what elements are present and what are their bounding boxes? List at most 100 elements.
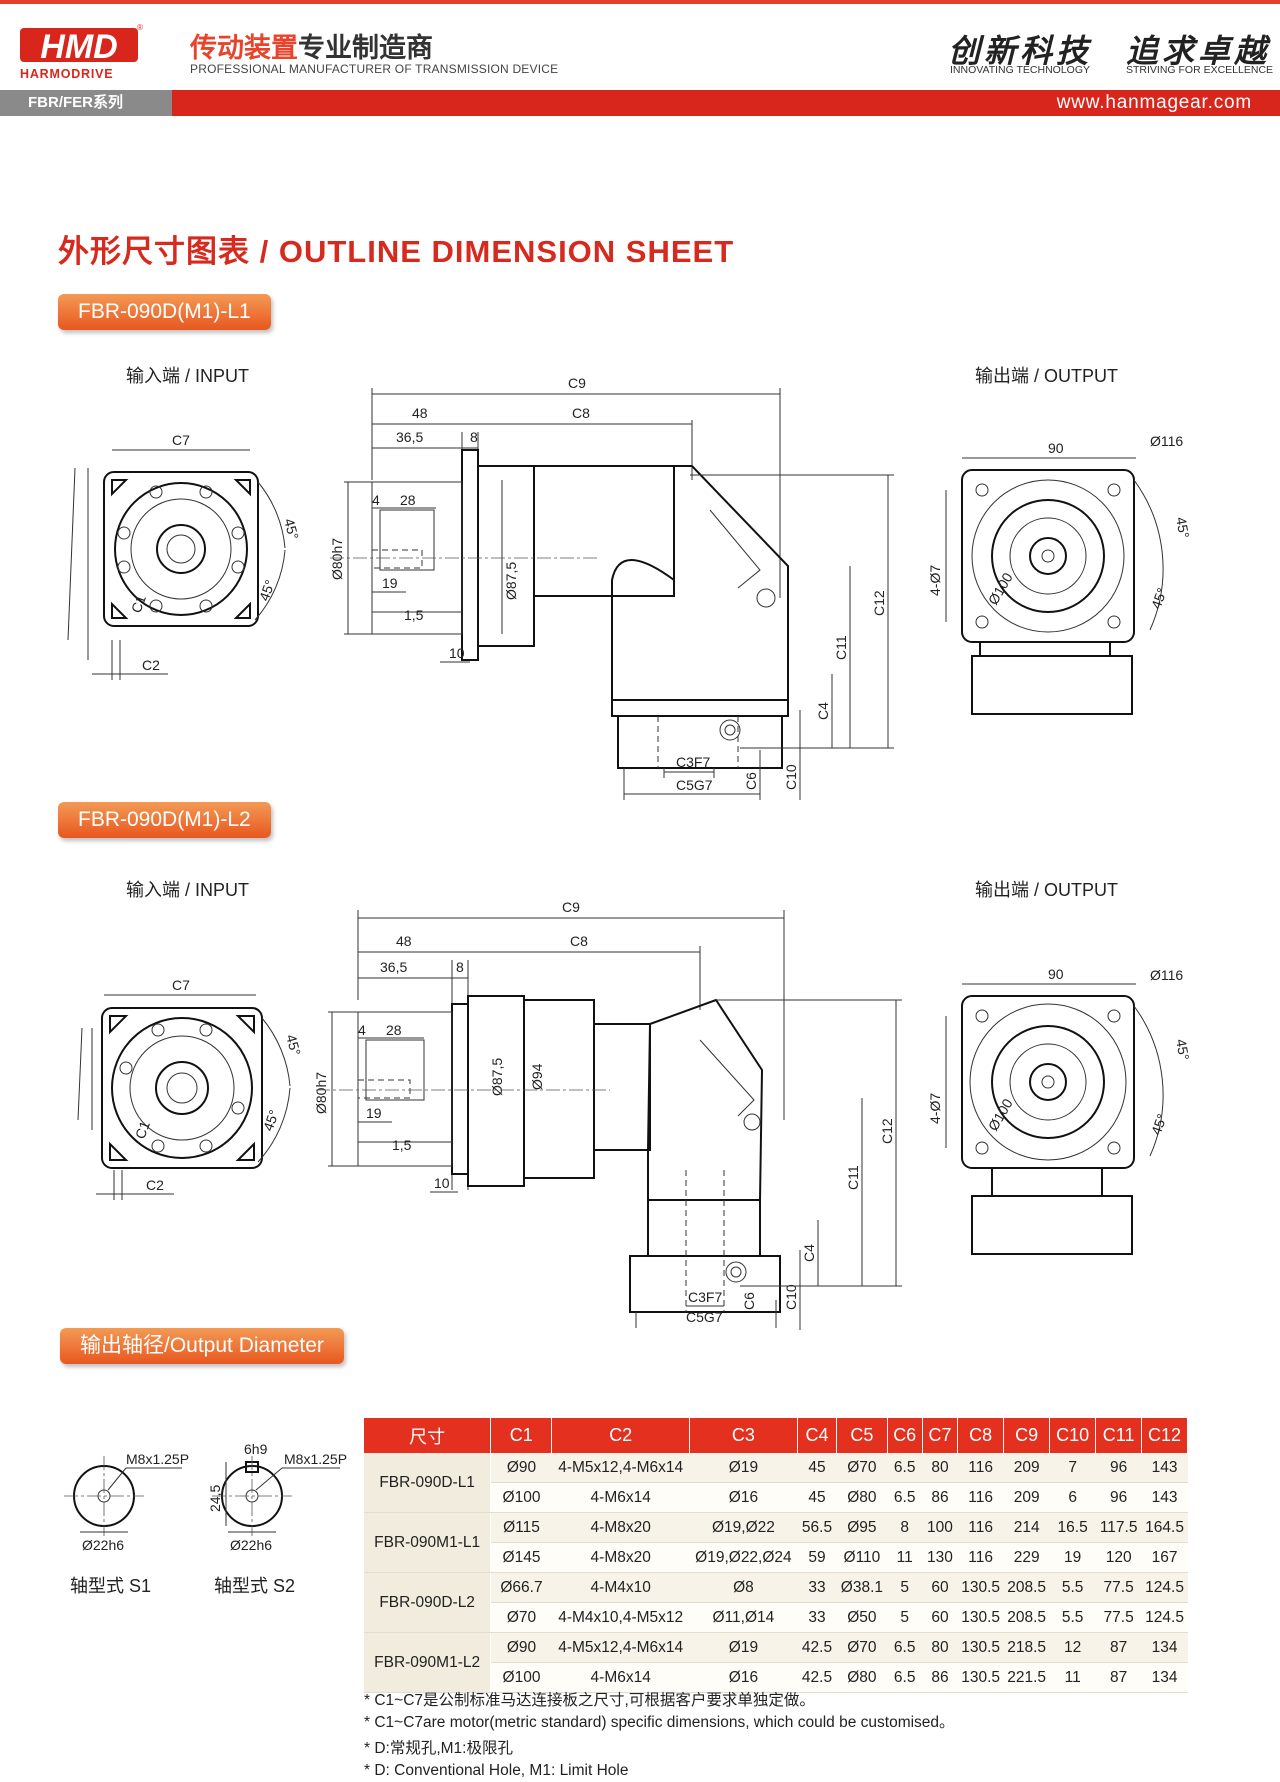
table-cell: 130.5 xyxy=(957,1662,1004,1693)
svg-text:M8x1.25P: M8x1.25P xyxy=(284,1451,347,1467)
model-badge-l2: FBR-090D(M1)-L2 xyxy=(58,802,271,838)
table-cell: 87 xyxy=(1095,1662,1142,1693)
table-header-cell: 尺寸 xyxy=(364,1418,492,1453)
svg-text:36,5: 36,5 xyxy=(380,959,407,975)
shaft-s1-label: 轴型式 S1 xyxy=(70,1576,152,1596)
table-cell: 4-M6x14 xyxy=(551,1662,690,1693)
svg-text:Ø22h6: Ø22h6 xyxy=(82,1537,124,1553)
hmd-logo: HMD HARMODRIVE ® xyxy=(20,22,145,81)
svg-text:45°: 45° xyxy=(1173,1038,1192,1062)
table-cell: 116 xyxy=(957,1482,1004,1513)
table-header-cell: C3 xyxy=(689,1418,798,1453)
table-cell: 5.5 xyxy=(1049,1602,1096,1633)
table-cell: 4-M4x10 xyxy=(551,1572,690,1603)
table-cell: 116 xyxy=(957,1542,1004,1573)
svg-text:1,5: 1,5 xyxy=(404,607,424,623)
table-cell: Ø110 xyxy=(836,1542,888,1573)
table-cell: 116 xyxy=(957,1453,1004,1483)
table-cell: Ø80 xyxy=(836,1662,888,1693)
svg-text:4-Ø7: 4-Ø7 xyxy=(927,565,943,596)
table-cell: Ø95 xyxy=(836,1512,888,1543)
table-cell: 143 xyxy=(1141,1482,1188,1513)
table-cell: 4-M8x20 xyxy=(551,1542,690,1573)
top-rule xyxy=(0,0,1280,4)
svg-text:Ø87,5: Ø87,5 xyxy=(503,562,519,600)
table-cell: 96 xyxy=(1095,1482,1142,1513)
table-cell: 143 xyxy=(1141,1453,1188,1483)
shaft-s2: 6h9 24,5 M8x1.25P Ø22h6 xyxy=(207,1441,347,1553)
svg-text:Ø100: Ø100 xyxy=(985,1096,1016,1134)
svg-text:Ø80h7: Ø80h7 xyxy=(313,1072,329,1114)
table-cell: 117.5 xyxy=(1095,1512,1142,1543)
table-cell: 5 xyxy=(887,1602,923,1633)
svg-text:45°: 45° xyxy=(1148,586,1170,611)
table-cell: 42.5 xyxy=(797,1662,837,1693)
svg-text:C3F7: C3F7 xyxy=(688,1289,722,1305)
table-cell: 6.5 xyxy=(887,1632,923,1663)
website-link[interactable]: www.hanmagear.com xyxy=(1056,92,1252,113)
svg-text:90: 90 xyxy=(1048,440,1064,456)
table-cell: 6.5 xyxy=(887,1662,923,1693)
input-view-l2: C7 45° 45° C2 C1 xyxy=(77,977,304,1200)
table-header-cell: C9 xyxy=(1003,1418,1051,1453)
table-cell: 164.5 xyxy=(1141,1512,1188,1543)
table-cell: 124.5 xyxy=(1141,1602,1188,1633)
table-cell: 209 xyxy=(1003,1453,1050,1483)
table-cell: Ø50 xyxy=(836,1602,888,1633)
table-cell: 96 xyxy=(1095,1453,1142,1483)
table-model-cell: FBR-090D-L1 xyxy=(364,1453,492,1513)
table-cell: Ø70 xyxy=(836,1453,888,1483)
table-cell: 7 xyxy=(1049,1453,1096,1483)
svg-text:C3F7: C3F7 xyxy=(676,754,710,770)
table-cell: 120 xyxy=(1095,1542,1142,1573)
logo-text: HMD xyxy=(40,28,117,66)
table-cell: 45 xyxy=(797,1453,837,1483)
table-header-cell: C10 xyxy=(1049,1418,1097,1453)
table-cell: Ø70 xyxy=(490,1602,552,1633)
header-red-bar xyxy=(172,90,1280,116)
table-cell: 5.5 xyxy=(1049,1572,1096,1603)
shaft-diagrams: M8x1.25P Ø22h6 6h9 24,5 M8x1.25P Ø22h6 xyxy=(64,1441,347,1553)
table-cell: 60 xyxy=(922,1572,958,1603)
svg-text:C8: C8 xyxy=(572,405,590,421)
model-badge-l1: FBR-090D(M1)-L1 xyxy=(58,294,271,330)
table-cell: 4-M5x12,4-M6x14 xyxy=(551,1632,690,1663)
svg-text:C4: C4 xyxy=(815,702,831,720)
svg-text:45°: 45° xyxy=(260,1108,282,1133)
svg-text:C10: C10 xyxy=(783,1284,799,1310)
svg-text:C7: C7 xyxy=(172,432,190,448)
table-cell: Ø19 xyxy=(689,1632,798,1663)
svg-text:45°: 45° xyxy=(256,578,278,603)
svg-text:19: 19 xyxy=(382,575,398,591)
table-cell: Ø100 xyxy=(490,1662,552,1693)
input-view-l1: C7 45° 45° C2 C1 xyxy=(67,432,302,680)
svg-text:Ø87,5: Ø87,5 xyxy=(489,1058,505,1096)
table-header-cell: C7 xyxy=(922,1418,959,1453)
output-view-l1: 90 Ø116 45° 45° 4-Ø7 Ø100 xyxy=(927,433,1192,715)
table-cell: 11 xyxy=(887,1542,923,1573)
table-cell: 16.5 xyxy=(1049,1512,1096,1543)
input-label-l2: 输入端 / INPUT xyxy=(126,880,250,900)
svg-text:4: 4 xyxy=(372,492,380,508)
svg-text:M8x1.25P: M8x1.25P xyxy=(126,1451,189,1467)
table-cell: 86 xyxy=(922,1482,958,1513)
footnote: * D: Conventional Hole, M1: Limit Hole xyxy=(364,1762,629,1779)
svg-text:C11: C11 xyxy=(845,1165,861,1190)
table-cell: 4-M4x10,4-M5x12 xyxy=(551,1602,690,1633)
table-cell: Ø70 xyxy=(836,1632,888,1663)
svg-text:C5G7: C5G7 xyxy=(676,777,713,793)
table-cell: 11 xyxy=(1049,1662,1096,1693)
svg-text:Ø22h6: Ø22h6 xyxy=(230,1537,272,1553)
output-view-l2: 90 Ø116 45° 45° 4-Ø7 Ø100 xyxy=(927,966,1192,1255)
svg-text:4-Ø7: 4-Ø7 xyxy=(927,1093,943,1124)
svg-text:C9: C9 xyxy=(562,899,580,915)
svg-text:Ø80h7: Ø80h7 xyxy=(329,538,345,580)
table-cell: 134 xyxy=(1141,1632,1188,1663)
